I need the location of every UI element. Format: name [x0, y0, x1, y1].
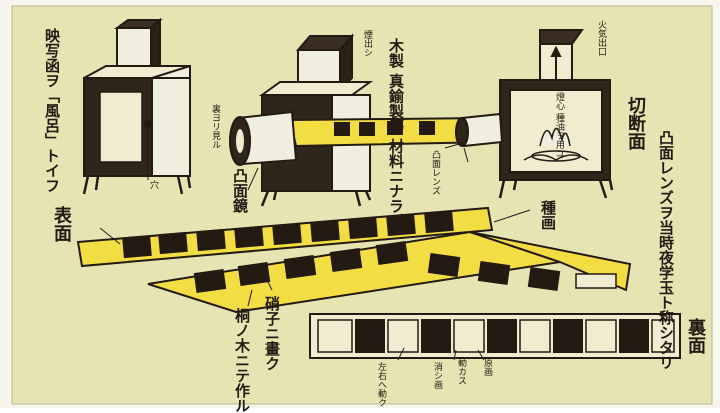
lamp-flame [539, 127, 571, 147]
label-move-left-right: 左右へ動ク [376, 362, 386, 407]
label-convex-lens: 凸面レンズ [430, 150, 440, 195]
label-hole: 穴 [148, 180, 158, 189]
label-lens-note: 凸面レンズヲ当時夜学玉ト称シタリ [657, 130, 675, 370]
label-chimney: 煙出シ [362, 30, 372, 57]
label-smoke-exit: 火気出口 [596, 20, 606, 56]
label-convex-mirror: 凸面鏡 [231, 168, 249, 213]
label-cross-section: 切断面 [625, 96, 646, 150]
label-front-side: 表面 [51, 206, 72, 242]
box-door [99, 91, 143, 163]
lantern-box-plain [82, 17, 192, 195]
leader-lines [99, 39, 531, 361]
lantern-cross-section [455, 29, 614, 199]
lantern-box-with-lens [229, 33, 494, 207]
slide-strip-back-view [309, 313, 681, 359]
slide-front [76, 206, 494, 268]
label-back-side: 裏面 [685, 318, 706, 354]
box-hole-mark [144, 120, 152, 128]
label-material: 木製 真鍮製等 材料ニナラズ [387, 38, 405, 229]
box-right-face [151, 77, 191, 177]
label-magic-lantern-box: 映写函ヲ「風呂」トイフ [43, 28, 61, 193]
label-wick-oil: 燈心 種油ヲ用ユ [554, 92, 564, 158]
label-view-from-back: 裏ヨリ見ル [210, 104, 220, 149]
label-erasing-picture: 消シ画 [432, 362, 442, 389]
label-original-picture: 原画 [482, 358, 492, 376]
label-glass-painting: 硝子ニ畫ク [263, 296, 281, 371]
label-slide-frame: 種画 [539, 200, 557, 230]
label-paulownia-wood: 桐ノ木ニテ作ル [233, 308, 251, 413]
label-moving-part: 動カス [456, 358, 466, 385]
